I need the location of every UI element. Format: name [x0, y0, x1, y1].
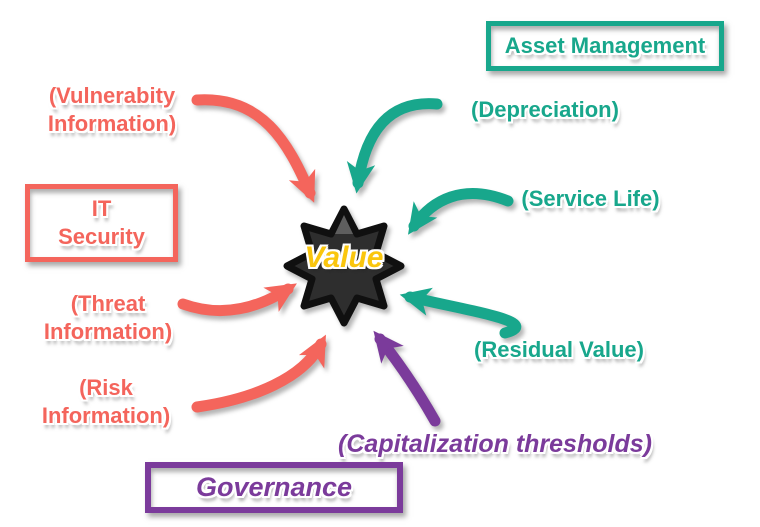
asset-management-box: Asset Management	[486, 21, 724, 71]
residual-value-arrow	[399, 287, 522, 339]
service-life-label: (Service Life)	[521, 186, 660, 211]
it-security-box: IT Security	[25, 184, 178, 262]
value-label: Value	[304, 241, 384, 274]
threat-label-line2: Information)	[43, 319, 173, 345]
vulnerability-label: (Vulnerabity Information)	[28, 82, 196, 138]
governance-box-label: Governance	[195, 472, 353, 503]
depreciation-arrow	[346, 98, 443, 194]
vulnerability-label-line1: (Vulnerabity	[48, 83, 176, 108]
risk-label-line1: (Risk	[79, 375, 133, 400]
service-life-arrow	[407, 188, 514, 235]
it-security-label-line2: Security	[58, 224, 145, 249]
vulnerability-arrow	[191, 94, 316, 203]
it-security-box-label: IT Security	[58, 195, 145, 251]
star-top-highlight	[335, 215, 353, 234]
depreciation-label: (Depreciation)	[471, 97, 619, 122]
capitalization-thresholds-label: (Capitalization thresholds)	[338, 430, 652, 458]
risk-arrow	[191, 334, 327, 413]
risk-label-line2: Information)	[41, 403, 171, 429]
governance-box: Governance	[145, 462, 403, 513]
value-star	[283, 205, 405, 327]
asset-management-box-label: Asset Management	[504, 33, 706, 58]
capitalization-arrow	[373, 330, 441, 427]
threat-label-line1: (Threat	[70, 291, 146, 316]
threat-arrow	[177, 283, 297, 316]
risk-label: (Risk Information)	[26, 374, 186, 430]
threat-label: (Threat Information)	[28, 290, 188, 346]
it-security-label-line1: IT	[91, 195, 112, 221]
residual-value-label: (Residual Value)	[474, 337, 644, 362]
vulnerability-label-line2: Information)	[47, 111, 177, 137]
